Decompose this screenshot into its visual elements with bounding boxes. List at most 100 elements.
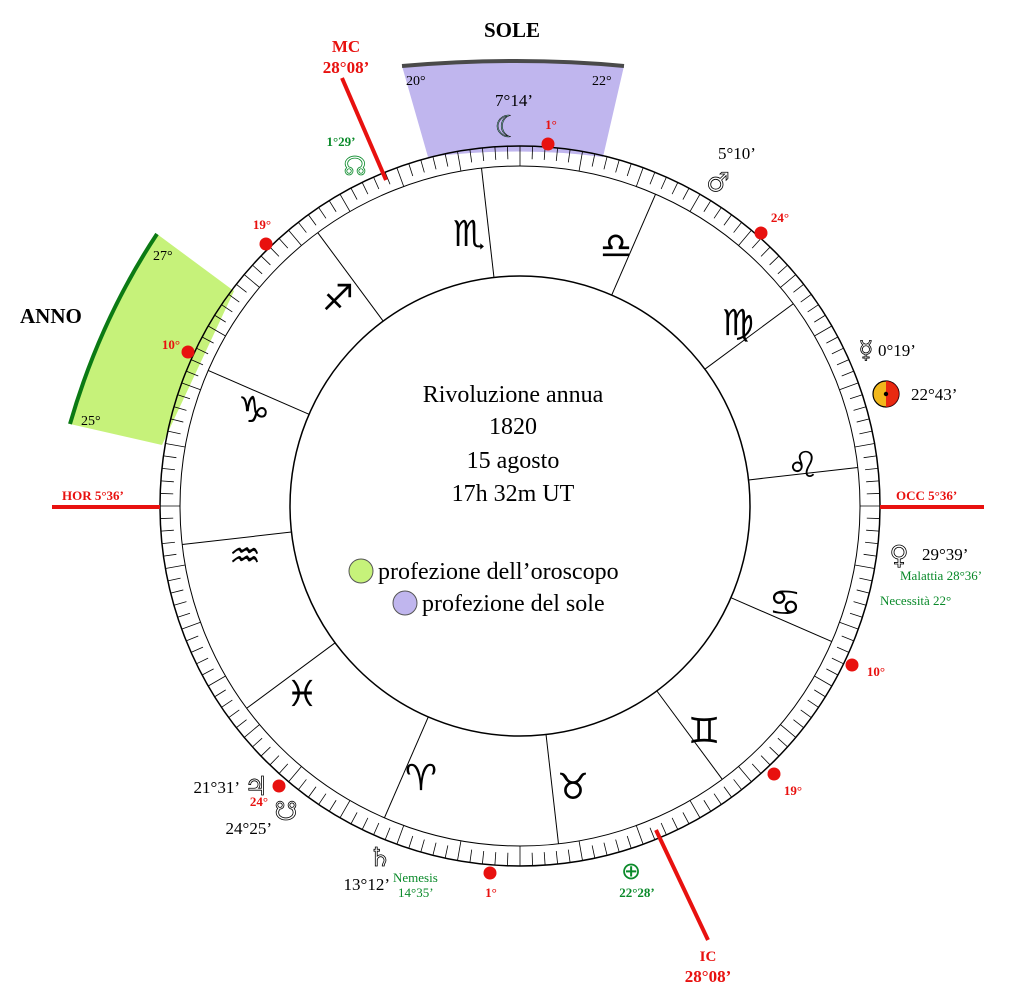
nemesis-label: Nemesis: [393, 870, 438, 885]
mc-ic-axis-top: [340, 77, 388, 181]
degree-tick: [373, 822, 380, 836]
degree-tick: [682, 187, 690, 200]
anno-title: ANNO: [20, 304, 82, 328]
degree-tick: [769, 255, 780, 266]
degree-tick: [723, 786, 732, 798]
degree-tick: [269, 755, 280, 766]
degree-tick: [769, 746, 780, 757]
degree-tick: [807, 304, 819, 313]
degree-tick: [444, 153, 449, 167]
sign-sagittarius-glyph: ♐: [322, 278, 354, 319]
marker-label: 24°: [250, 794, 268, 809]
sign-divider: [208, 369, 310, 415]
marker-label: 10°: [162, 337, 180, 352]
degree-tick: [350, 187, 358, 200]
degree-tick: [856, 589, 870, 594]
mc-degree: 28°08’: [323, 58, 369, 77]
degree-tick: [252, 264, 263, 275]
degree-tick: [494, 146, 497, 160]
degree-tick: [396, 167, 405, 187]
markers: 1° 24° 10° 19° 1° 24° 10° 19°: [162, 117, 885, 900]
sign-divider: [246, 642, 336, 709]
degree-tick: [660, 822, 667, 836]
marker-dot: [845, 658, 859, 672]
earth-icon: ⊕: [621, 857, 641, 885]
degree-tick: [831, 347, 844, 355]
sign-gemini-glyph: ♊: [688, 711, 720, 752]
degree-tick: [269, 246, 280, 257]
degree-tick: [328, 200, 337, 212]
degree-tick: [457, 840, 462, 861]
degree-tick: [278, 238, 289, 249]
sun-shade: [886, 381, 899, 407]
marker-dot: [541, 137, 555, 151]
degree-tick: [177, 612, 191, 618]
degree-tick: [626, 835, 632, 849]
degree-tick: [221, 304, 233, 313]
sign-aries-glyph: ♈: [405, 758, 437, 799]
degree-tick: [160, 529, 174, 532]
marker-dot: [767, 767, 781, 781]
degree-tick: [170, 418, 184, 423]
degree-tick: [807, 699, 819, 708]
degree-tick: [578, 840, 583, 861]
degree-tick: [177, 394, 191, 400]
degree-tick: [481, 851, 485, 865]
degree-tick: [196, 657, 209, 665]
north-node-icon: ☊: [343, 152, 366, 182]
degree-tick: [863, 553, 877, 557]
degree-tick: [856, 418, 870, 423]
degree-tick: [361, 817, 369, 830]
degree-tick: [682, 812, 690, 825]
degree-tick: [186, 635, 199, 642]
degree-tick: [201, 336, 214, 344]
degree-tick: [163, 455, 177, 459]
anno-sector-arc: [68, 232, 159, 425]
sun-icon: [872, 380, 900, 408]
degree-tick: [350, 812, 358, 825]
degree-tick: [160, 480, 174, 483]
degree-tick: [181, 382, 201, 391]
degree-tick: [660, 176, 667, 190]
degree-tick: [836, 646, 850, 653]
degree-tick: [826, 668, 839, 676]
degree-tick: [738, 229, 752, 246]
mars-degree: 5°10’: [718, 144, 756, 163]
sign-divider: [656, 690, 723, 780]
sign-divider: [730, 597, 832, 643]
degree-tick: [408, 163, 414, 177]
mars-icon: ♂: [706, 168, 729, 198]
north-node-degree: 1°29’: [326, 134, 355, 149]
degree-tick: [481, 147, 485, 161]
degree-tick: [221, 699, 233, 708]
sign-divider: [748, 467, 858, 481]
degree-tick: [853, 601, 867, 606]
degree-tick: [859, 430, 873, 435]
degree-tick: [836, 359, 850, 366]
degree-tick: [814, 325, 832, 337]
degree-tick: [243, 274, 260, 288]
degree-tick: [308, 786, 317, 798]
degree-tick: [288, 229, 302, 246]
malattia-label: Malattia 28°36’: [900, 568, 982, 583]
degree-tick: [181, 621, 201, 630]
degree-tick: [260, 746, 271, 757]
degree-tick: [866, 529, 880, 532]
degree-tick: [591, 845, 596, 859]
sole-sector-arc: [401, 59, 625, 68]
moon-icon: ☾: [495, 110, 522, 145]
marker-label: 19°: [253, 217, 271, 232]
degree-tick: [494, 852, 497, 866]
mc-ic-axis-bottom: [654, 829, 710, 941]
degree-tick: [201, 668, 214, 676]
sign-cancer-glyph: ♋: [769, 583, 801, 624]
anno-sector: [70, 234, 234, 445]
sign-leo-glyph: ♌: [787, 445, 819, 486]
degree-tick: [196, 347, 209, 355]
degree-tick: [432, 156, 437, 170]
degree-tick: [751, 238, 762, 249]
sign-divider: [704, 303, 794, 370]
degree-tick: [777, 264, 788, 275]
degree-tick: [635, 167, 644, 187]
degree-tick: [780, 274, 797, 288]
